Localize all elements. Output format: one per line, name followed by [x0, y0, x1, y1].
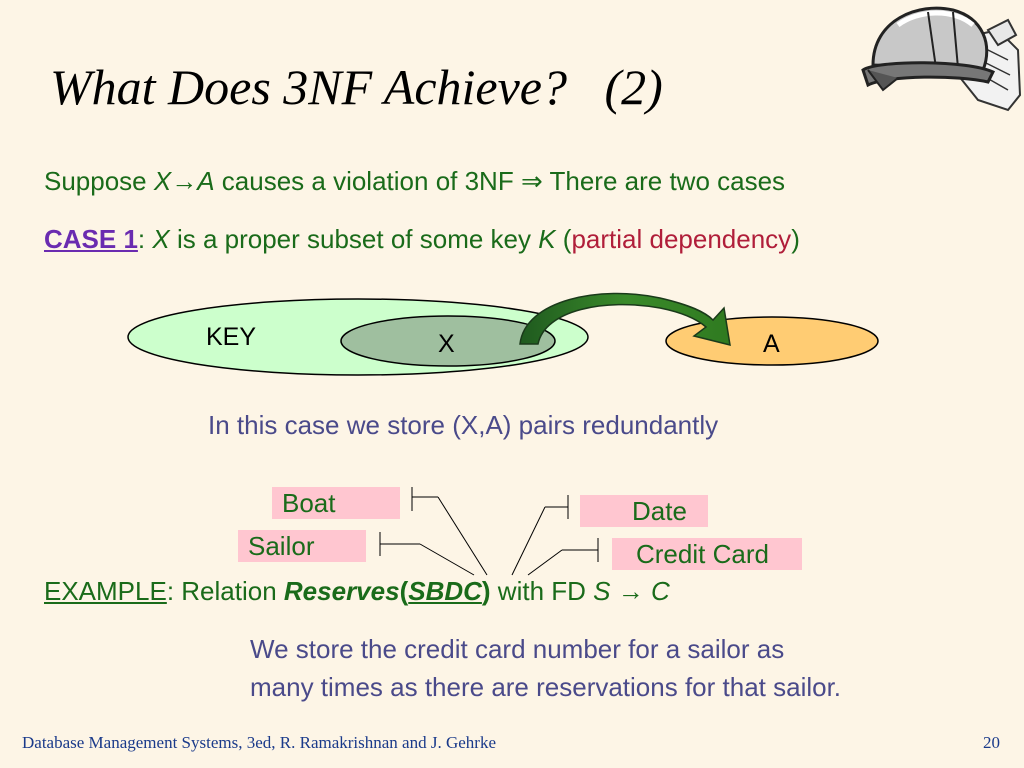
relation-paren-open: (: [399, 576, 409, 606]
x-ellipse: [340, 315, 556, 367]
case1-k: K: [538, 224, 556, 254]
date-attribute: Date: [580, 495, 708, 527]
suppose-text: Suppose: [44, 166, 154, 196]
x-label: X: [438, 330, 455, 358]
case1-x: X: [152, 224, 170, 254]
page-number: 20: [983, 733, 1000, 752]
example-statement: EXAMPLE: Relation Reserves(SBDC) with FD…: [44, 576, 670, 607]
explanation-line-2: many times as there are reservations for…: [250, 672, 842, 702]
boat-attribute: Boat: [272, 487, 400, 519]
dependency-arrow-icon: [519, 292, 731, 347]
case1-statement: CASE 1: X is a proper subset of some key…: [44, 224, 800, 255]
fd-x-to-a: X→A: [153, 166, 215, 196]
relation-paren-close: ): [481, 576, 491, 606]
with-fd-text: with FD: [490, 576, 594, 606]
explanation-line-1: We store the credit card number for a sa…: [250, 634, 785, 664]
example-label: EXAMPLE: [44, 576, 167, 606]
implies-symbol: ⇒: [520, 166, 543, 196]
explanation-text: We store the credit card number for a sa…: [250, 630, 841, 706]
footer-citation: Database Management Systems, 3ed, R. Ram…: [22, 733, 496, 752]
sailor-attribute: Sailor: [238, 530, 366, 562]
case1-paren-close: ): [791, 224, 800, 254]
causes-text: causes a violation of 3NF: [214, 166, 521, 196]
slide-title: What Does 3NF Achieve? (2): [50, 59, 663, 115]
credit-card-attribute: Credit Card: [612, 538, 802, 570]
partial-dependency-diagram: KEY X A: [127, 292, 879, 376]
relation-name: Reserves: [283, 576, 400, 606]
two-cases-text: There are two cases: [542, 166, 786, 196]
fd-arrow: →: [610, 576, 651, 606]
a-label: A: [763, 330, 780, 358]
violation-statement: Suppose X→A causes a violation of 3NF ⇒ …: [44, 166, 785, 197]
redundancy-note: In this case we store (X,A) pairs redund…: [208, 410, 719, 440]
fd-c: C: [650, 576, 670, 606]
case1-text: is a proper subset of some key: [169, 224, 539, 254]
case1-label: CASE 1: [44, 224, 138, 254]
relation-attributes: SBDC: [408, 576, 482, 606]
key-label: KEY: [206, 323, 256, 351]
partial-dependency-text: partial dependency: [571, 224, 792, 254]
case1-colon: :: [137, 224, 153, 254]
case1-paren-open: (: [555, 224, 572, 254]
attribute-connectors: [379, 487, 599, 576]
fd-s: S: [593, 576, 611, 606]
hardhat-gloves-icon: [861, 6, 1022, 112]
example-relation-text: : Relation: [166, 576, 284, 606]
